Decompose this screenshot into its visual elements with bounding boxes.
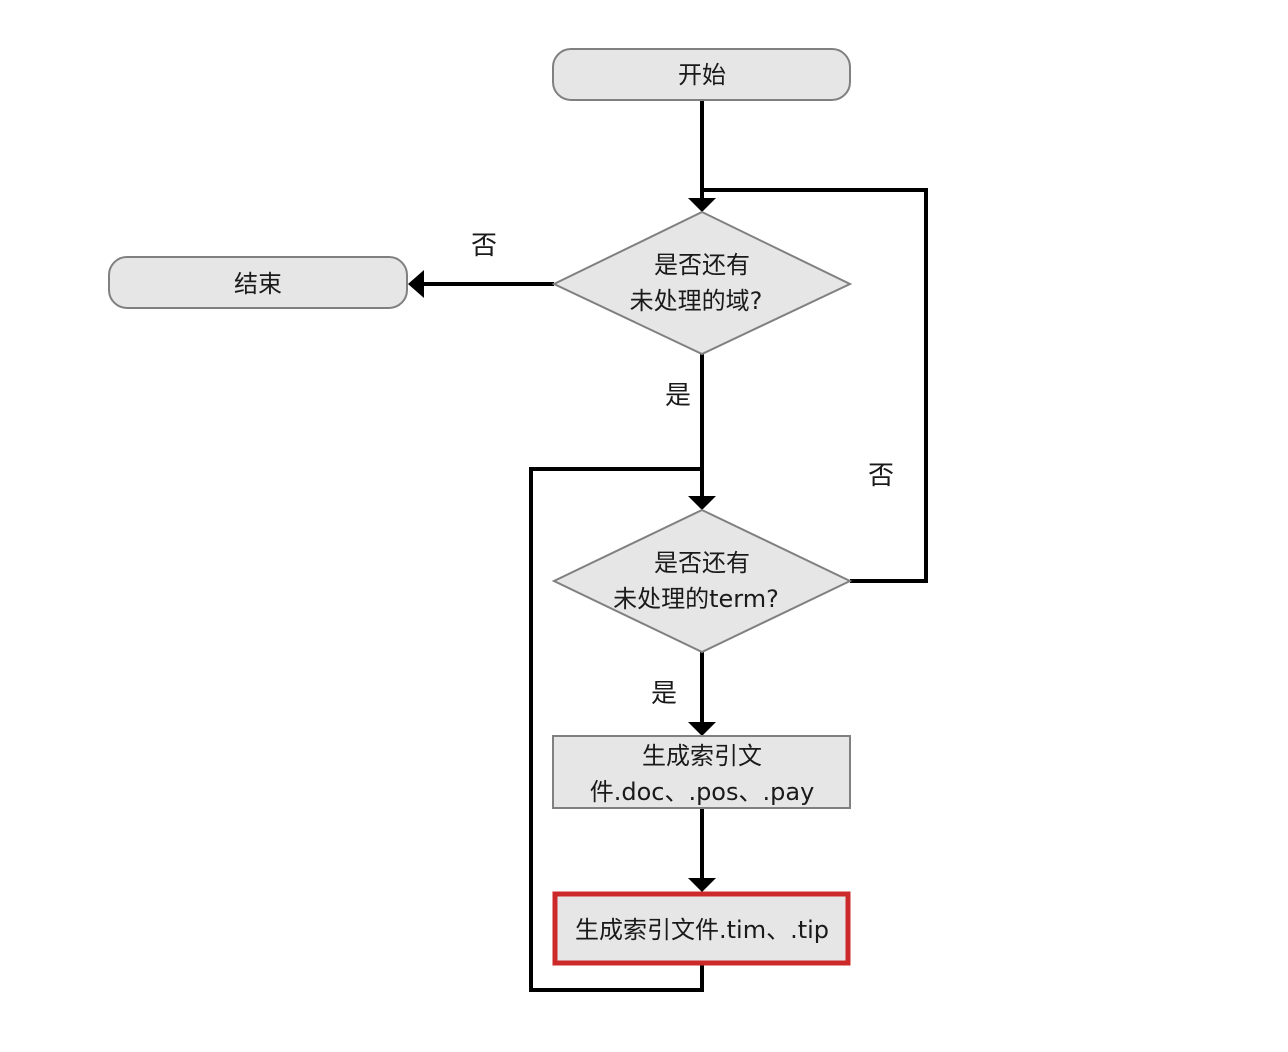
start-label: 开始 bbox=[678, 61, 726, 89]
gen-tim-tip-highlight-border bbox=[552, 891, 851, 966]
term-decision-line1: 是否还有 bbox=[654, 549, 750, 577]
gen-doc-pos-pay-node: 生成索引文 件.doc、.pos、.pay bbox=[552, 735, 851, 809]
gen-tim-tip-label: 生成索引文件.tim、.tip bbox=[575, 916, 829, 944]
edge-gen-tim-loop-to-term-decision bbox=[529, 467, 704, 992]
arrowhead-field-decision-top bbox=[688, 198, 716, 212]
term-decision-node: 是否还有 未处理的term? bbox=[551, 508, 853, 654]
end-terminator-shape bbox=[108, 256, 408, 309]
edge-label-term-no: 否 bbox=[868, 461, 894, 491]
term-decision-diamond bbox=[551, 508, 853, 654]
gen-tim-tip-node: 生成索引文件.tim、.tip bbox=[552, 891, 851, 966]
arrowhead-gen-tim-top bbox=[688, 878, 716, 892]
gen-doc-pos-pay-box bbox=[552, 735, 851, 809]
end-node: 结束 bbox=[108, 256, 408, 309]
arrowhead-term-decision-top bbox=[688, 496, 716, 510]
arrowhead-gen-doc-top bbox=[688, 722, 716, 736]
edge-label-field-yes: 是 bbox=[665, 381, 691, 411]
field-decision-line2: 未处理的域? bbox=[630, 287, 763, 315]
start-terminator-shape bbox=[552, 48, 851, 101]
arrowhead-end bbox=[408, 270, 424, 298]
field-decision-node: 是否还有 未处理的域? bbox=[551, 210, 853, 356]
start-node: 开始 bbox=[552, 48, 851, 101]
end-label: 结束 bbox=[234, 270, 282, 298]
gen-doc-pos-pay-line1: 生成索引文 bbox=[642, 742, 762, 770]
edge-label-term-yes: 是 bbox=[651, 679, 677, 709]
field-decision-line1: 是否还有 bbox=[654, 251, 750, 279]
field-decision-diamond bbox=[551, 210, 853, 356]
edge-term-decision-loop-to-field-decision bbox=[702, 188, 928, 583]
edge-label-field-no: 否 bbox=[471, 231, 497, 261]
term-decision-line2: 未处理的term? bbox=[613, 585, 779, 613]
gen-doc-pos-pay-line2: 件.doc、.pos、.pay bbox=[590, 778, 815, 806]
